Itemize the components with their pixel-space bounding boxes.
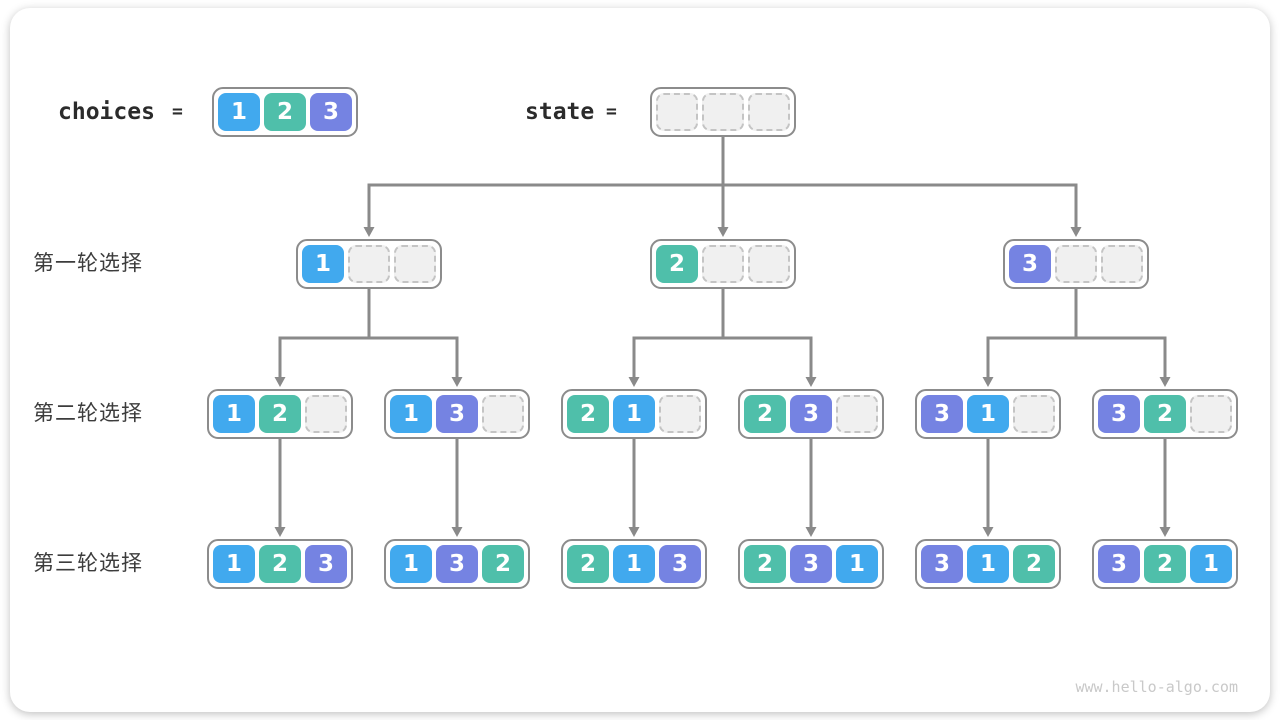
arrowhead-icon bbox=[1159, 527, 1171, 537]
empty-cell bbox=[394, 245, 436, 283]
value-cell-1: 1 bbox=[213, 395, 255, 433]
value-cell-3: 3 bbox=[310, 93, 352, 131]
value-cell-3: 3 bbox=[305, 545, 347, 583]
row-label-round-1: 第一轮选择 bbox=[33, 252, 143, 275]
row-label-round-3: 第三轮选择 bbox=[33, 552, 143, 575]
value-cell-3: 3 bbox=[659, 545, 701, 583]
arrowhead-icon bbox=[982, 527, 994, 537]
row-label-round-2: 第二轮选择 bbox=[33, 402, 143, 425]
arrowhead-icon bbox=[451, 377, 463, 387]
state-box-round1-3: 3 bbox=[1003, 239, 1149, 289]
empty-cell bbox=[1190, 395, 1232, 433]
value-cell-2: 2 bbox=[259, 545, 301, 583]
choices-label: choices bbox=[58, 99, 155, 125]
value-cell-1: 1 bbox=[836, 545, 878, 583]
state-equals-sign: = bbox=[606, 101, 617, 122]
empty-cell bbox=[1101, 245, 1143, 283]
value-cell-3: 3 bbox=[1098, 545, 1140, 583]
value-cell-1: 1 bbox=[613, 545, 655, 583]
empty-cell bbox=[748, 93, 790, 131]
value-cell-3: 3 bbox=[1009, 245, 1051, 283]
value-cell-2: 2 bbox=[567, 395, 609, 433]
value-cell-1: 1 bbox=[613, 395, 655, 433]
arrowhead-icon bbox=[805, 527, 817, 537]
arrowhead-icon bbox=[628, 377, 640, 387]
value-cell-3: 3 bbox=[790, 545, 832, 583]
value-cell-2: 2 bbox=[656, 245, 698, 283]
empty-cell bbox=[702, 93, 744, 131]
value-cell-3: 3 bbox=[1098, 395, 1140, 433]
value-cell-2: 2 bbox=[264, 93, 306, 131]
arrowhead-icon bbox=[274, 377, 286, 387]
value-cell-2: 2 bbox=[259, 395, 301, 433]
value-cell-1: 1 bbox=[213, 545, 255, 583]
empty-cell bbox=[748, 245, 790, 283]
empty-cell bbox=[482, 395, 524, 433]
arrowhead-icon bbox=[805, 377, 817, 387]
empty-cell bbox=[702, 245, 744, 283]
arrowhead-icon bbox=[982, 377, 994, 387]
value-cell-2: 2 bbox=[567, 545, 609, 583]
value-cell-3: 3 bbox=[921, 545, 963, 583]
state-label: state bbox=[525, 99, 595, 125]
arrowhead-icon bbox=[274, 527, 286, 537]
value-cell-3: 3 bbox=[436, 545, 478, 583]
value-cell-3: 3 bbox=[921, 395, 963, 433]
value-cell-3: 3 bbox=[436, 395, 478, 433]
value-cell-1: 1 bbox=[1190, 545, 1232, 583]
value-cell-1: 1 bbox=[390, 395, 432, 433]
value-cell-1: 1 bbox=[218, 93, 260, 131]
empty-cell bbox=[836, 395, 878, 433]
arrowhead-icon bbox=[1159, 377, 1171, 387]
value-cell-2: 2 bbox=[1144, 395, 1186, 433]
value-cell-1: 1 bbox=[302, 245, 344, 283]
empty-cell bbox=[348, 245, 390, 283]
empty-cell bbox=[305, 395, 347, 433]
value-cell-2: 2 bbox=[1013, 545, 1055, 583]
arrowhead-icon bbox=[628, 527, 640, 537]
value-cell-3: 3 bbox=[790, 395, 832, 433]
value-cell-2: 2 bbox=[1144, 545, 1186, 583]
empty-cell bbox=[1055, 245, 1097, 283]
value-cell-1: 1 bbox=[390, 545, 432, 583]
watermark: www.hello-algo.com bbox=[1075, 678, 1238, 696]
arrowhead-icon bbox=[451, 527, 463, 537]
empty-cell bbox=[656, 93, 698, 131]
empty-cell bbox=[659, 395, 701, 433]
state-box-round1-1: 1 bbox=[296, 239, 442, 289]
choices-equals-sign: = bbox=[172, 101, 183, 122]
value-cell-2: 2 bbox=[744, 395, 786, 433]
arrowhead-icon bbox=[1070, 227, 1082, 237]
state-box-round1-2: 2 bbox=[650, 239, 796, 289]
state-array-box bbox=[650, 87, 796, 137]
value-cell-1: 1 bbox=[967, 545, 1009, 583]
arrowhead-icon bbox=[363, 227, 375, 237]
value-cell-2: 2 bbox=[744, 545, 786, 583]
arrowhead-icon bbox=[717, 227, 729, 237]
empty-cell bbox=[1013, 395, 1055, 433]
value-cell-1: 1 bbox=[967, 395, 1009, 433]
value-cell-2: 2 bbox=[482, 545, 524, 583]
